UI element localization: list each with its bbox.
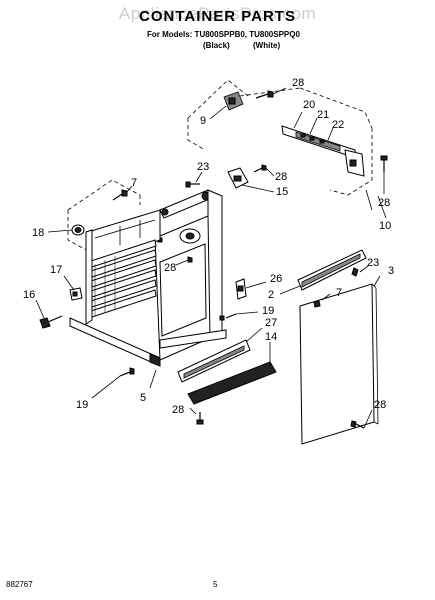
screw-28-door bbox=[350, 409, 373, 429]
rail-part-21 bbox=[281, 125, 365, 177]
page-title: CONTAINER PARTS bbox=[139, 8, 296, 25]
callout-16: 16 bbox=[23, 289, 35, 301]
callout-15: 15 bbox=[276, 186, 288, 198]
callout-23-top: 23 bbox=[197, 161, 209, 173]
model-list: For Models: TU800SPPB0, TU800SPPQ0 bbox=[147, 30, 300, 39]
clip-part-17 bbox=[63, 275, 83, 301]
screw-28-right bbox=[380, 155, 388, 194]
callout-7-left: 7 bbox=[131, 177, 137, 189]
screw-16 bbox=[35, 299, 63, 329]
callout-22: 22 bbox=[332, 119, 344, 131]
bumper-part-18 bbox=[47, 224, 85, 236]
callout-28-top: 28 bbox=[292, 77, 304, 89]
screw-19-left bbox=[91, 367, 135, 399]
callout-28-mid: 28 bbox=[275, 171, 287, 183]
callout-19-left: 19 bbox=[76, 399, 88, 411]
document-number: 882767 bbox=[6, 580, 33, 589]
latch-part-9 bbox=[209, 91, 244, 120]
screw-28-mid bbox=[175, 256, 193, 266]
callout-27: 27 bbox=[265, 317, 277, 329]
callout-17: 17 bbox=[50, 264, 62, 276]
handle-part-2 bbox=[279, 249, 367, 295]
door-panel-part-3 bbox=[299, 275, 381, 445]
top-bracket-assembly bbox=[187, 79, 388, 211]
callout-9: 9 bbox=[200, 115, 206, 127]
screw-28-top bbox=[255, 87, 287, 99]
callout-21: 21 bbox=[317, 109, 329, 121]
screw-28-bottom bbox=[189, 407, 204, 425]
callout-26: 26 bbox=[270, 273, 282, 285]
screw-19-right bbox=[219, 311, 259, 321]
bracket-part-15 bbox=[227, 164, 275, 193]
callout-20: 20 bbox=[303, 99, 315, 111]
page-number: 5 bbox=[213, 580, 218, 589]
callout-28-bin: 28 bbox=[164, 262, 176, 274]
screw-7-right bbox=[313, 293, 331, 308]
callout-28-right: 28 bbox=[378, 197, 390, 209]
bin-handle-part-27 bbox=[177, 327, 263, 383]
container-frame bbox=[69, 189, 227, 367]
callout-14: 14 bbox=[265, 331, 277, 343]
screw-7-left bbox=[112, 185, 133, 201]
callout-18: 18 bbox=[32, 227, 44, 239]
callout-7-right: 7 bbox=[336, 287, 342, 299]
color-label-black: (Black) bbox=[203, 41, 230, 50]
left-detail-box bbox=[47, 179, 141, 253]
callout-5: 5 bbox=[140, 392, 146, 404]
screw-23-right bbox=[351, 265, 369, 277]
bin-handle-part-14 bbox=[187, 342, 277, 405]
callout-2: 2 bbox=[268, 289, 274, 301]
callout-23-right: 23 bbox=[367, 257, 379, 269]
screw-23-top bbox=[185, 171, 203, 188]
callout-3: 3 bbox=[388, 265, 394, 277]
clip-part-26 bbox=[235, 278, 267, 300]
callout-28-door: 28 bbox=[374, 399, 386, 411]
callout-19-right: 19 bbox=[262, 305, 274, 317]
callout-28-bottom: 28 bbox=[172, 404, 184, 416]
watermark: AppliancePartsPros.com bbox=[118, 4, 317, 23]
color-label-white: (White) bbox=[253, 41, 281, 50]
callout-10: 10 bbox=[379, 220, 391, 232]
